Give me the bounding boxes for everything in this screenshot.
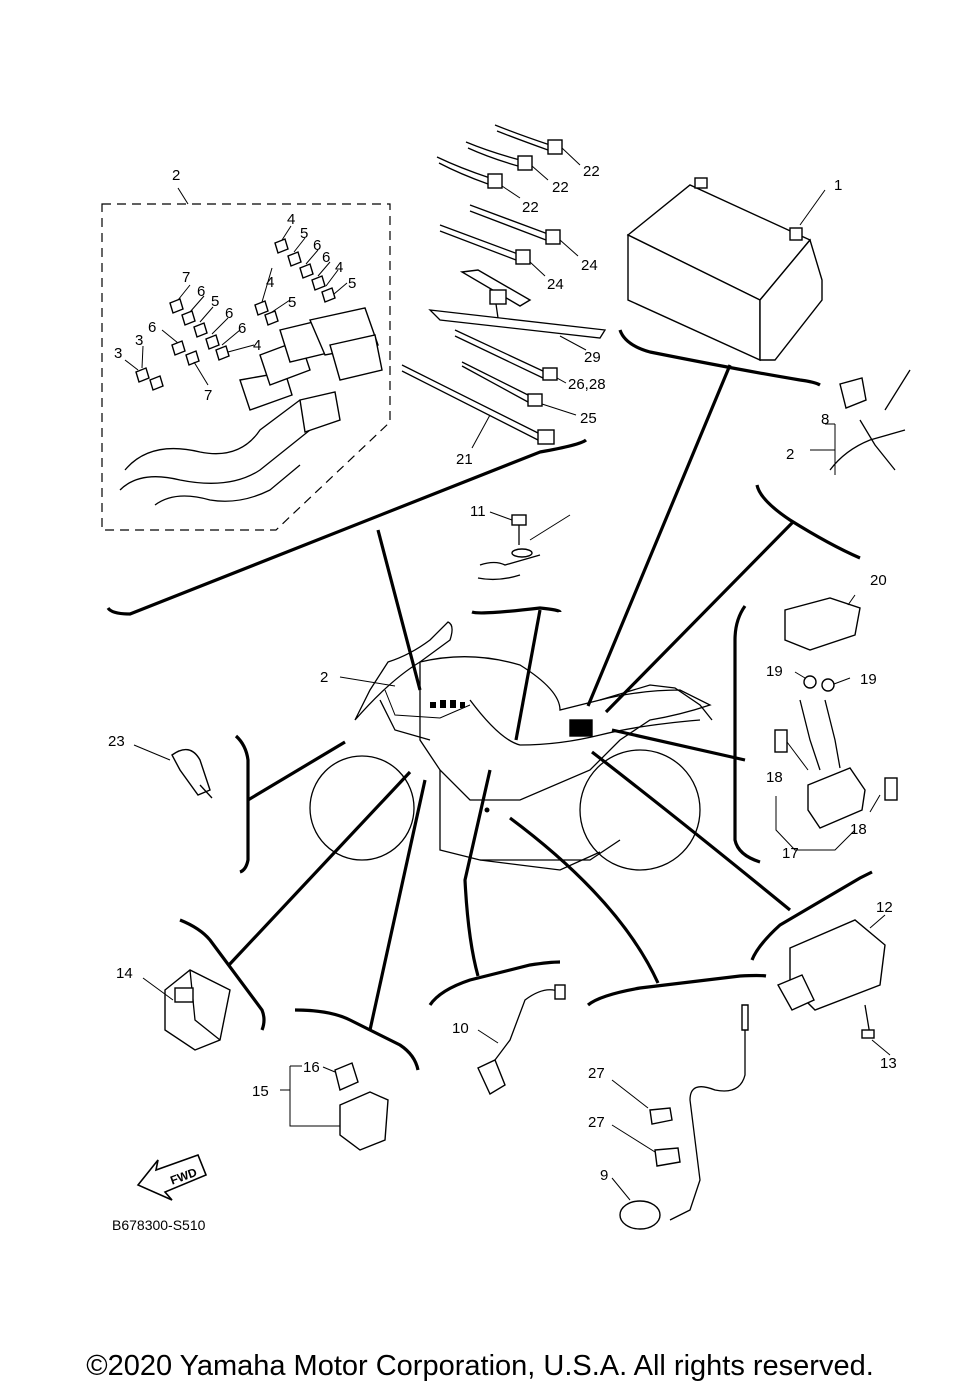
callout-15: 15 xyxy=(252,1083,269,1100)
callout-24: 24 xyxy=(547,276,564,293)
callout-3: 3 xyxy=(114,345,122,362)
group-frames xyxy=(101,187,873,1071)
callout-5: 5 xyxy=(348,275,356,292)
callout-6: 6 xyxy=(313,237,321,254)
callout-6: 6 xyxy=(322,249,330,266)
callout-22: 22 xyxy=(583,163,600,180)
callout-5: 5 xyxy=(288,294,296,311)
callout-20: 20 xyxy=(870,572,887,589)
callout-2: 2 xyxy=(786,446,794,463)
callout-19: 19 xyxy=(860,671,877,688)
callout-29: 29 xyxy=(584,349,601,366)
callout-27: 27 xyxy=(588,1065,605,1082)
callout-7: 7 xyxy=(182,269,190,286)
callout-27: 27 xyxy=(588,1114,605,1131)
cable-ties xyxy=(401,124,607,449)
callout-5: 5 xyxy=(300,225,308,242)
callout-3: 3 xyxy=(135,332,143,349)
callout-8: 8 xyxy=(821,411,829,428)
callout-6: 6 xyxy=(197,283,205,300)
callout-4: 4 xyxy=(287,211,295,228)
callout-19: 19 xyxy=(766,663,783,680)
sensor-10 xyxy=(477,984,566,1096)
callout-25: 25 xyxy=(580,410,597,427)
callout-6: 6 xyxy=(225,305,233,322)
callout-18: 18 xyxy=(850,821,867,838)
fwd-arrow-icon: FWD xyxy=(136,1153,208,1201)
callout-13: 13 xyxy=(880,1055,897,1072)
harness-connector-detail xyxy=(810,369,911,475)
callout-11: 11 xyxy=(470,503,486,520)
fuse-box-assembly xyxy=(119,225,383,506)
copyright-notice: ©2020 Yamaha Motor Corporation, U.S.A. A… xyxy=(86,1350,874,1382)
callout-23: 23 xyxy=(108,733,125,750)
callout-21: 21 xyxy=(456,451,473,468)
battery xyxy=(626,177,826,362)
callout-7: 7 xyxy=(204,387,212,404)
callout-4: 4 xyxy=(335,259,343,276)
motorcycle-outline xyxy=(309,621,713,871)
fuse-group-dashed-frame xyxy=(101,203,391,531)
callout-24: 24 xyxy=(581,257,598,274)
callout-16: 16 xyxy=(303,1059,320,1076)
callout-1: 1 xyxy=(834,177,842,194)
callout-4: 4 xyxy=(253,337,261,354)
callout-22: 22 xyxy=(552,179,569,196)
callout-2: 2 xyxy=(172,167,180,184)
callout-6: 6 xyxy=(238,320,246,337)
callout-4: 4 xyxy=(266,274,274,291)
callout-12: 12 xyxy=(876,899,893,916)
callout-18: 18 xyxy=(766,769,783,786)
relay-14 xyxy=(142,969,231,1051)
callout-10: 10 xyxy=(452,1020,469,1037)
ground-bolt-detail xyxy=(477,511,571,581)
rectifier-12 xyxy=(777,914,891,1056)
callout-26-28: 26,28 xyxy=(568,376,606,393)
starter-relay-detail xyxy=(774,594,898,851)
reference-code: B678300-S510 xyxy=(112,1217,206,1233)
sensor-9 xyxy=(611,1004,749,1230)
callout-6: 6 xyxy=(148,319,156,336)
coupler-15-16 xyxy=(280,1062,389,1151)
callout-17: 17 xyxy=(782,845,799,862)
callout-14: 14 xyxy=(116,965,133,982)
callout-5: 5 xyxy=(211,293,219,310)
callout-22: 22 xyxy=(522,199,539,216)
callout-labels: 1 2 2 2 3 3 4 4 4 4 5 5 5 5 6 6 6 6 6 6 … xyxy=(108,163,897,1184)
callout-2: 2 xyxy=(320,669,328,686)
callout-9: 9 xyxy=(600,1167,608,1184)
band-23 xyxy=(133,744,213,799)
